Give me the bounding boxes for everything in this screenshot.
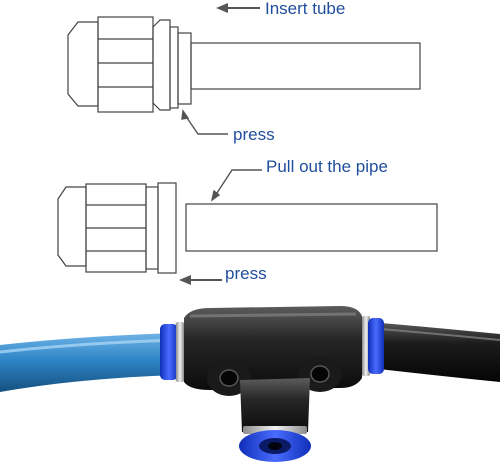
leader-arrow-icon [181,109,228,135]
press-label-top: press [233,125,275,144]
black-tube [370,322,500,382]
pull-out-label: Pull out the pipe [266,157,388,176]
leader-arrow-icon [210,169,262,202]
arrow-left-icon [179,275,222,285]
tee-fitting-photo [0,306,500,462]
insert-tube-label: Insert tube [265,0,346,18]
press-label-bottom: press [225,264,267,283]
fitting-diagram-insert [67,16,421,113]
fitting-diagram-release [57,182,438,274]
arrow-left-icon [216,3,260,13]
